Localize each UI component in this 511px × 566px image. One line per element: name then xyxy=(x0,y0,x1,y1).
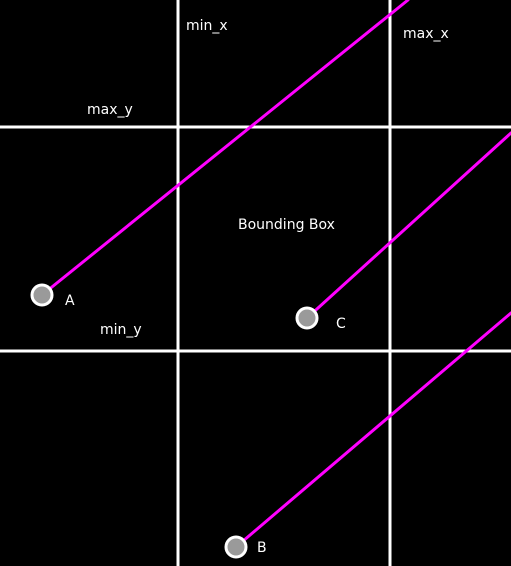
point-a-marker xyxy=(30,283,54,307)
point-c-label: C xyxy=(336,316,346,332)
points xyxy=(30,283,319,559)
bounding-box-label: Bounding Box xyxy=(238,217,335,233)
point-a-label: A xyxy=(65,293,75,309)
ray-a xyxy=(40,0,410,297)
max-x-label: max_x xyxy=(403,26,449,42)
min-x-label: min_x xyxy=(186,18,228,34)
max-y-label: max_y xyxy=(87,102,133,118)
point-b-marker xyxy=(224,535,248,559)
rays xyxy=(40,0,511,549)
ray-c xyxy=(305,131,511,320)
min-y-label: min_y xyxy=(100,322,142,338)
ray-b xyxy=(234,311,511,549)
point-b-label: B xyxy=(257,540,267,556)
point-c-marker xyxy=(295,306,319,330)
labels: min_x max_x max_y min_y Bounding Box A B… xyxy=(65,18,449,556)
